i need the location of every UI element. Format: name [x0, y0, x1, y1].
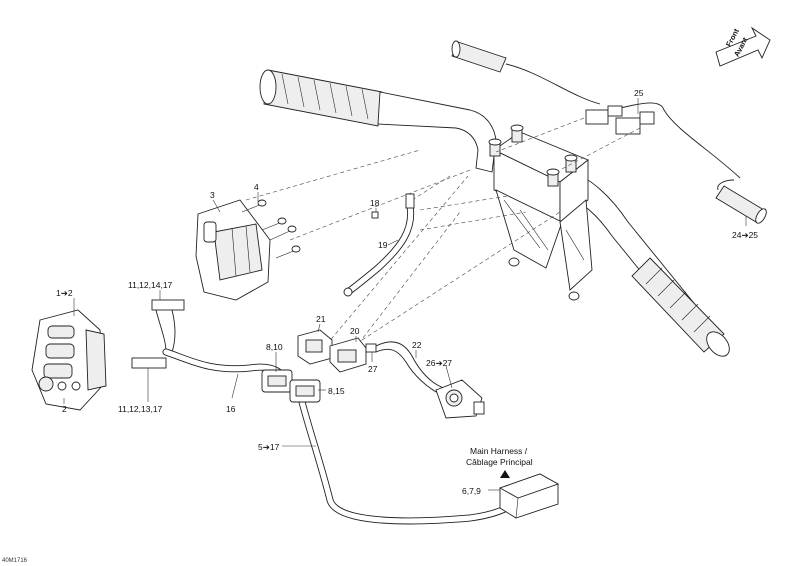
handlebar-riser: [488, 124, 593, 301]
main-harness-label-line2: Câblage Principal: [466, 457, 533, 467]
callout-24-25: 24➔25: [732, 230, 759, 240]
switch-housing: [195, 199, 271, 301]
callout-25: 25: [634, 88, 644, 98]
callout-18: 18: [370, 198, 380, 208]
callout-27: 27: [368, 364, 378, 374]
riser-bolts: [488, 124, 580, 301]
callout-1-2: 1➔2: [56, 288, 73, 298]
callout-20: 20: [350, 326, 360, 336]
callout-2: 2: [62, 404, 67, 414]
connector-20: [329, 337, 377, 373]
ground-wire: [343, 193, 415, 297]
assembly-dashed-lines: [245, 117, 641, 361]
main-harness-connector: [498, 470, 560, 519]
callout-16: 16: [226, 404, 236, 414]
callout-21: 21: [316, 314, 326, 324]
main-harness-label-line1: Main Harness /: [470, 446, 528, 456]
callout-11-12-14-17: 11,12,14,17: [128, 280, 173, 290]
callout-5-17: 5➔17: [258, 442, 280, 452]
leader-lines: [63, 98, 747, 491]
figure-code: 40M1716: [2, 558, 28, 564]
handlebar: [259, 69, 730, 357]
front-direction-arrow: [715, 26, 771, 67]
harness-connectors: [261, 369, 321, 403]
callout-26-27: 26➔27: [426, 358, 453, 368]
callout-11-12-13-17: 11,12,13,17: [118, 404, 163, 414]
callout-19: 19: [378, 240, 388, 250]
connector-21: [297, 329, 333, 365]
switch-module: [31, 309, 107, 411]
screws: [241, 199, 301, 259]
callout-6-7-9: 6,7,9: [462, 486, 481, 496]
accessory-switch-harness: [375, 341, 485, 419]
heated-grip-wiring: [451, 40, 767, 224]
callout-8-10: 8,10: [266, 342, 283, 352]
callout-3: 3: [210, 190, 215, 200]
callout-8-15: 8,15: [328, 386, 345, 396]
callout-4: 4: [254, 182, 259, 192]
callout-22: 22: [412, 340, 422, 350]
